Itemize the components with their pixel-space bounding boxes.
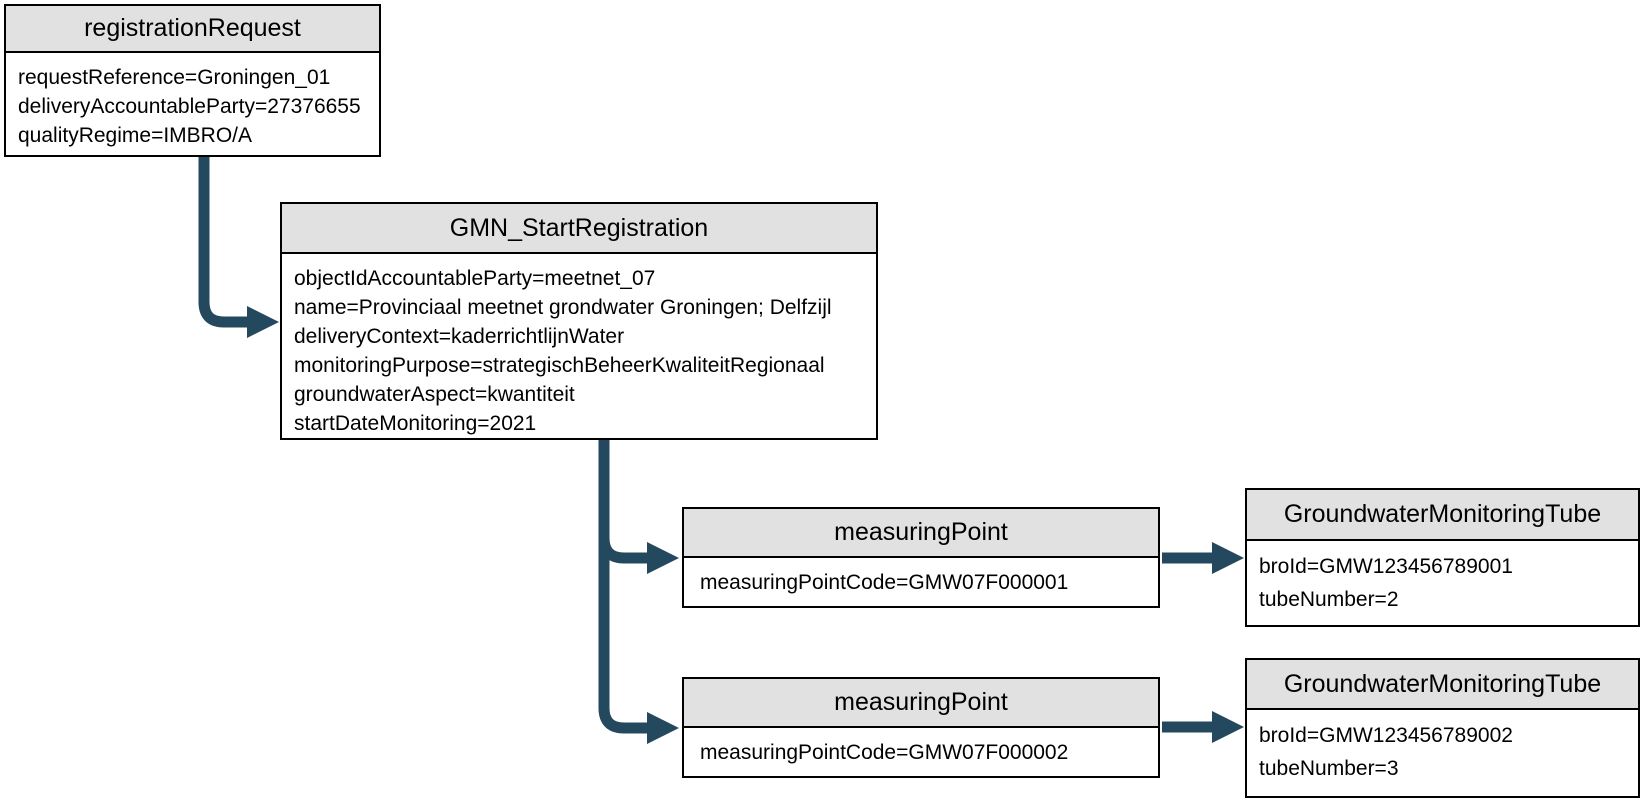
- arrow-gmn-to-measuringpoint-1: [598, 440, 679, 574]
- field-delivery-context: deliveryContext=kaderrichtlijnWater: [294, 325, 625, 348]
- field-bro-id: broId=GMW123456789002: [1259, 724, 1513, 747]
- node-title-text: measuringPoint: [834, 688, 1008, 716]
- node-measuring-point-1-title: measuringPoint: [684, 509, 1158, 558]
- node-title-text: registrationRequest: [84, 14, 301, 42]
- field-name: name=Provinciaal meetnet grondwater Gron…: [294, 296, 832, 319]
- node-tube-2-body: broId=GMW123456789002 tubeNumber=3: [1247, 710, 1638, 785]
- node-title-text: GMN_StartRegistration: [449, 213, 709, 242]
- node-groundwater-monitoring-tube-2: GroundwaterMonitoringTube broId=GMW12345…: [1245, 658, 1640, 798]
- node-measuring-point-2-body: measuringPointCode=GMW07F000002: [684, 728, 1158, 776]
- node-title-text: measuringPoint: [834, 518, 1008, 546]
- field-bro-id: broId=GMW123456789001: [1259, 555, 1513, 578]
- field-measuring-point-code: measuringPointCode=GMW07F000001: [700, 570, 1069, 594]
- node-title-text: GroundwaterMonitoringTube: [1283, 669, 1602, 698]
- node-registration-request-title: registrationRequest: [6, 6, 379, 53]
- field-start-date-monitoring: startDateMonitoring=2021: [294, 412, 537, 435]
- node-tube-1-body: broId=GMW123456789001 tubeNumber=2: [1247, 541, 1638, 616]
- node-gmn-title: GMN_StartRegistration: [282, 204, 876, 254]
- arrow-gmn-to-measuringpoint-2: [598, 440, 679, 744]
- field-tube-number: tubeNumber=2: [1259, 588, 1399, 611]
- node-measuring-point-1-body: measuringPointCode=GMW07F000001: [684, 558, 1158, 606]
- field-monitoring-purpose: monitoringPurpose=strategischBeheerKwali…: [294, 354, 825, 377]
- field-quality-regime: qualityRegime=IMBRO/A: [18, 124, 253, 147]
- field-delivery-accountable-party: deliveryAccountableParty=27376655: [18, 95, 361, 118]
- node-groundwater-monitoring-tube-1: GroundwaterMonitoringTube broId=GMW12345…: [1245, 488, 1640, 627]
- node-measuring-point-1: measuringPoint measuringPointCode=GMW07F…: [682, 507, 1160, 608]
- arrow-measuringpoint2-to-tube2: [1162, 711, 1244, 743]
- node-tube-2-title: GroundwaterMonitoringTube: [1247, 660, 1638, 710]
- field-groundwater-aspect: groundwaterAspect=kwantiteit: [294, 383, 575, 406]
- node-registration-request-body: requestReference=Groningen_01 deliveryAc…: [6, 53, 379, 150]
- node-gmn-body: objectIdAccountableParty=meetnet_07 name…: [282, 254, 876, 438]
- node-measuring-point-2-title: measuringPoint: [684, 679, 1158, 728]
- node-measuring-point-2: measuringPoint measuringPointCode=GMW07F…: [682, 677, 1160, 778]
- field-request-reference: requestReference=Groningen_01: [18, 66, 331, 89]
- field-tube-number: tubeNumber=3: [1259, 757, 1399, 780]
- field-measuring-point-code: measuringPointCode=GMW07F000002: [700, 740, 1069, 764]
- node-gmn-start-registration: GMN_StartRegistration objectIdAccountabl…: [280, 202, 878, 440]
- field-object-id-accountable-party: objectIdAccountableParty=meetnet_07: [294, 267, 656, 290]
- arrow-measuringpoint1-to-tube1: [1162, 542, 1244, 574]
- node-tube-1-title: GroundwaterMonitoringTube: [1247, 490, 1638, 541]
- arrow-registration-to-gmn: [198, 157, 279, 338]
- node-registration-request: registrationRequest requestReference=Gro…: [4, 4, 381, 157]
- node-title-text: GroundwaterMonitoringTube: [1283, 500, 1602, 528]
